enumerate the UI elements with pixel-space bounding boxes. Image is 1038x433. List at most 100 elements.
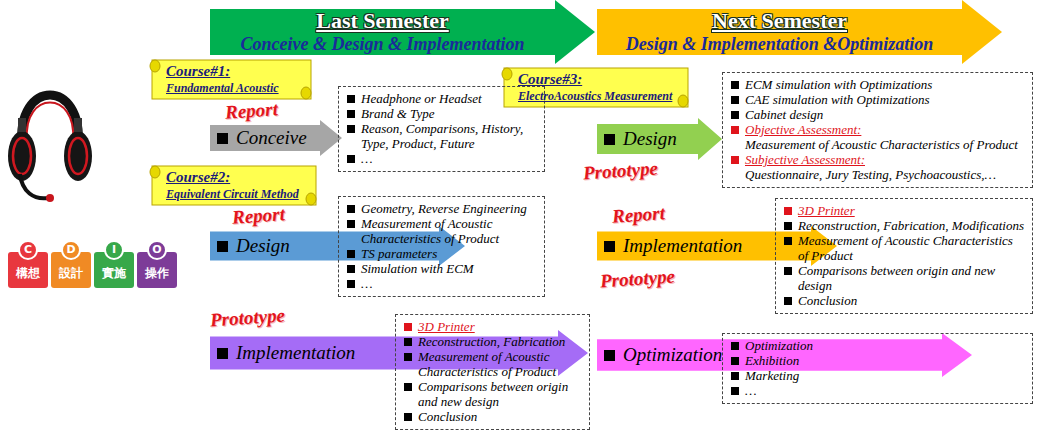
list-text: … [361, 151, 538, 166]
list-item: … [345, 276, 538, 291]
list-text: TS parameters [361, 246, 538, 261]
stamp-text: Prototype [209, 305, 285, 329]
list-item: 3D Printer [782, 203, 1026, 218]
cdio-word: 操作 [137, 252, 177, 281]
semester-subtitle: Design & Implementation &Optimization [626, 33, 934, 55]
bullet-square [731, 111, 739, 119]
phase-label: Implementation [236, 342, 355, 364]
bullet-square [217, 241, 228, 252]
bullet-square [347, 110, 355, 118]
bullet-square [731, 387, 739, 395]
list-item: Geometry, Reverse Engineering [345, 201, 538, 216]
list-item: ECM simulation with Optimizations [729, 77, 1026, 92]
bullet-square [784, 207, 792, 215]
shape-part [152, 60, 311, 99]
shape-part [210, 0, 595, 64]
list-item: Optimization [729, 338, 1026, 353]
semester-arrow: Next SemesterDesign & Implementation &Op… [597, 0, 1002, 64]
cdio-word: 設計 [51, 252, 91, 281]
phase-label: Implementation [623, 235, 742, 257]
phase-arrow: Design [597, 118, 722, 160]
list-item: Conclusion [402, 409, 583, 424]
cdio-tile: C構想 [8, 252, 48, 288]
bullet-square [784, 237, 792, 245]
bullet-square [347, 155, 355, 163]
bullet-square [347, 280, 355, 288]
list-text: CAE simulation with Optimizations [745, 92, 1026, 107]
course-name: Equivalent Circuit Method [166, 187, 303, 202]
phase-arrow: Conceive [210, 120, 342, 156]
phase-label: Optimization [623, 344, 722, 366]
task-list-box: 3D PrinterReconstruction, Fabrication, M… [775, 198, 1033, 314]
bullet-square [404, 413, 412, 421]
bullet-square [404, 323, 412, 331]
task-list-box: OptimizationExhibitionMarketing… [722, 333, 1033, 404]
list-text: Conclusion [418, 409, 583, 424]
stamp-text: Prototype [599, 266, 675, 290]
list-item: Reason, Comparisons, History, Type, Prod… [345, 121, 538, 151]
bullet-square [784, 267, 792, 275]
course-scroll: Course#2:Equivalent Circuit Method [148, 164, 318, 207]
shape-part [678, 95, 688, 107]
stamp-text: Report [224, 99, 278, 122]
bullet-square [731, 357, 739, 365]
shape-part [597, 0, 1002, 64]
bullet-square [347, 205, 355, 213]
list-text: … [745, 383, 1026, 398]
list-item: Measurement of Acoustic Characteristics … [782, 233, 1026, 263]
list-item: Brand & Type [345, 106, 538, 121]
task-list-box: Headphone or HeadsetBrand & TypeReason, … [338, 86, 545, 172]
semester-subtitle: Conceive & Design & Implementation [241, 33, 525, 55]
list-item: Comparisons between origin and new desig… [402, 379, 583, 409]
list-item: Marketing [729, 368, 1026, 383]
cdio-tile: D設計 [51, 252, 91, 288]
bullet-square [604, 241, 615, 252]
list-item: TS parameters [345, 246, 538, 261]
list-item: Reconstruction, Fabrication, Modificatio… [782, 218, 1026, 233]
list-text: Objective Assessment: [745, 122, 1026, 137]
list-item: Subjective Assessment: [729, 152, 1026, 167]
stamp-text: Report [231, 204, 285, 227]
list-text: 3D Printer [798, 203, 1026, 218]
task-list-box: ECM simulation with OptimizationsCAE sim… [722, 72, 1033, 188]
list-item: … [345, 151, 538, 166]
phase-label: Conceive [236, 127, 307, 149]
list-item: Measurement of Acoustic Characteristics … [729, 137, 1026, 152]
list-text: Optimization [745, 338, 1026, 353]
list-text: ECM simulation with Optimizations [745, 77, 1026, 92]
bullet-square [217, 348, 228, 359]
phase-label: Design [236, 235, 290, 257]
list-item: Exhibition [729, 353, 1026, 368]
bullet-square [347, 125, 355, 133]
bullet-square [347, 265, 355, 273]
phase-label: Design [623, 128, 677, 150]
bullet-square [604, 350, 615, 361]
list-text: Comparisons between origin and new desig… [418, 379, 583, 409]
course-name: Fundamental Acoustic [166, 81, 298, 96]
list-item: Measurement of Acoustic Characteristics … [345, 216, 538, 246]
list-text: Comparisons between origin and new desig… [798, 263, 1026, 293]
list-text: Cabinet design [745, 107, 1026, 122]
list-text: Measurement of Acoustic Characteristics … [798, 233, 1026, 263]
bullet-square [404, 353, 412, 361]
bullet-square [731, 126, 739, 134]
list-text: Questionnaire, Jury Testing, Psychoacous… [745, 167, 1026, 182]
course-name: ElectroAcoustics Measurement [518, 89, 675, 104]
cdio-letter: D [61, 240, 81, 260]
bullet-square [404, 383, 412, 391]
bullet-square [217, 133, 228, 144]
list-item: Headphone or Headset [345, 91, 538, 106]
course-title: Course#3: [518, 70, 675, 89]
list-item: Cabinet design [729, 107, 1026, 122]
list-text: Subjective Assessment: [745, 152, 1026, 167]
list-text: Reconstruction, Fabrication [418, 334, 583, 349]
cdio-tile: O操作 [137, 252, 177, 288]
bullet-square [731, 96, 739, 104]
bullet-square [731, 372, 739, 380]
list-text: Measurement of Acoustic Characteristics … [418, 349, 583, 379]
bullet-square [347, 95, 355, 103]
course-title: Course#1: [166, 62, 298, 81]
list-text: Measurement of Acoustic Characteristics … [745, 137, 1026, 152]
bullet-square [604, 134, 615, 145]
